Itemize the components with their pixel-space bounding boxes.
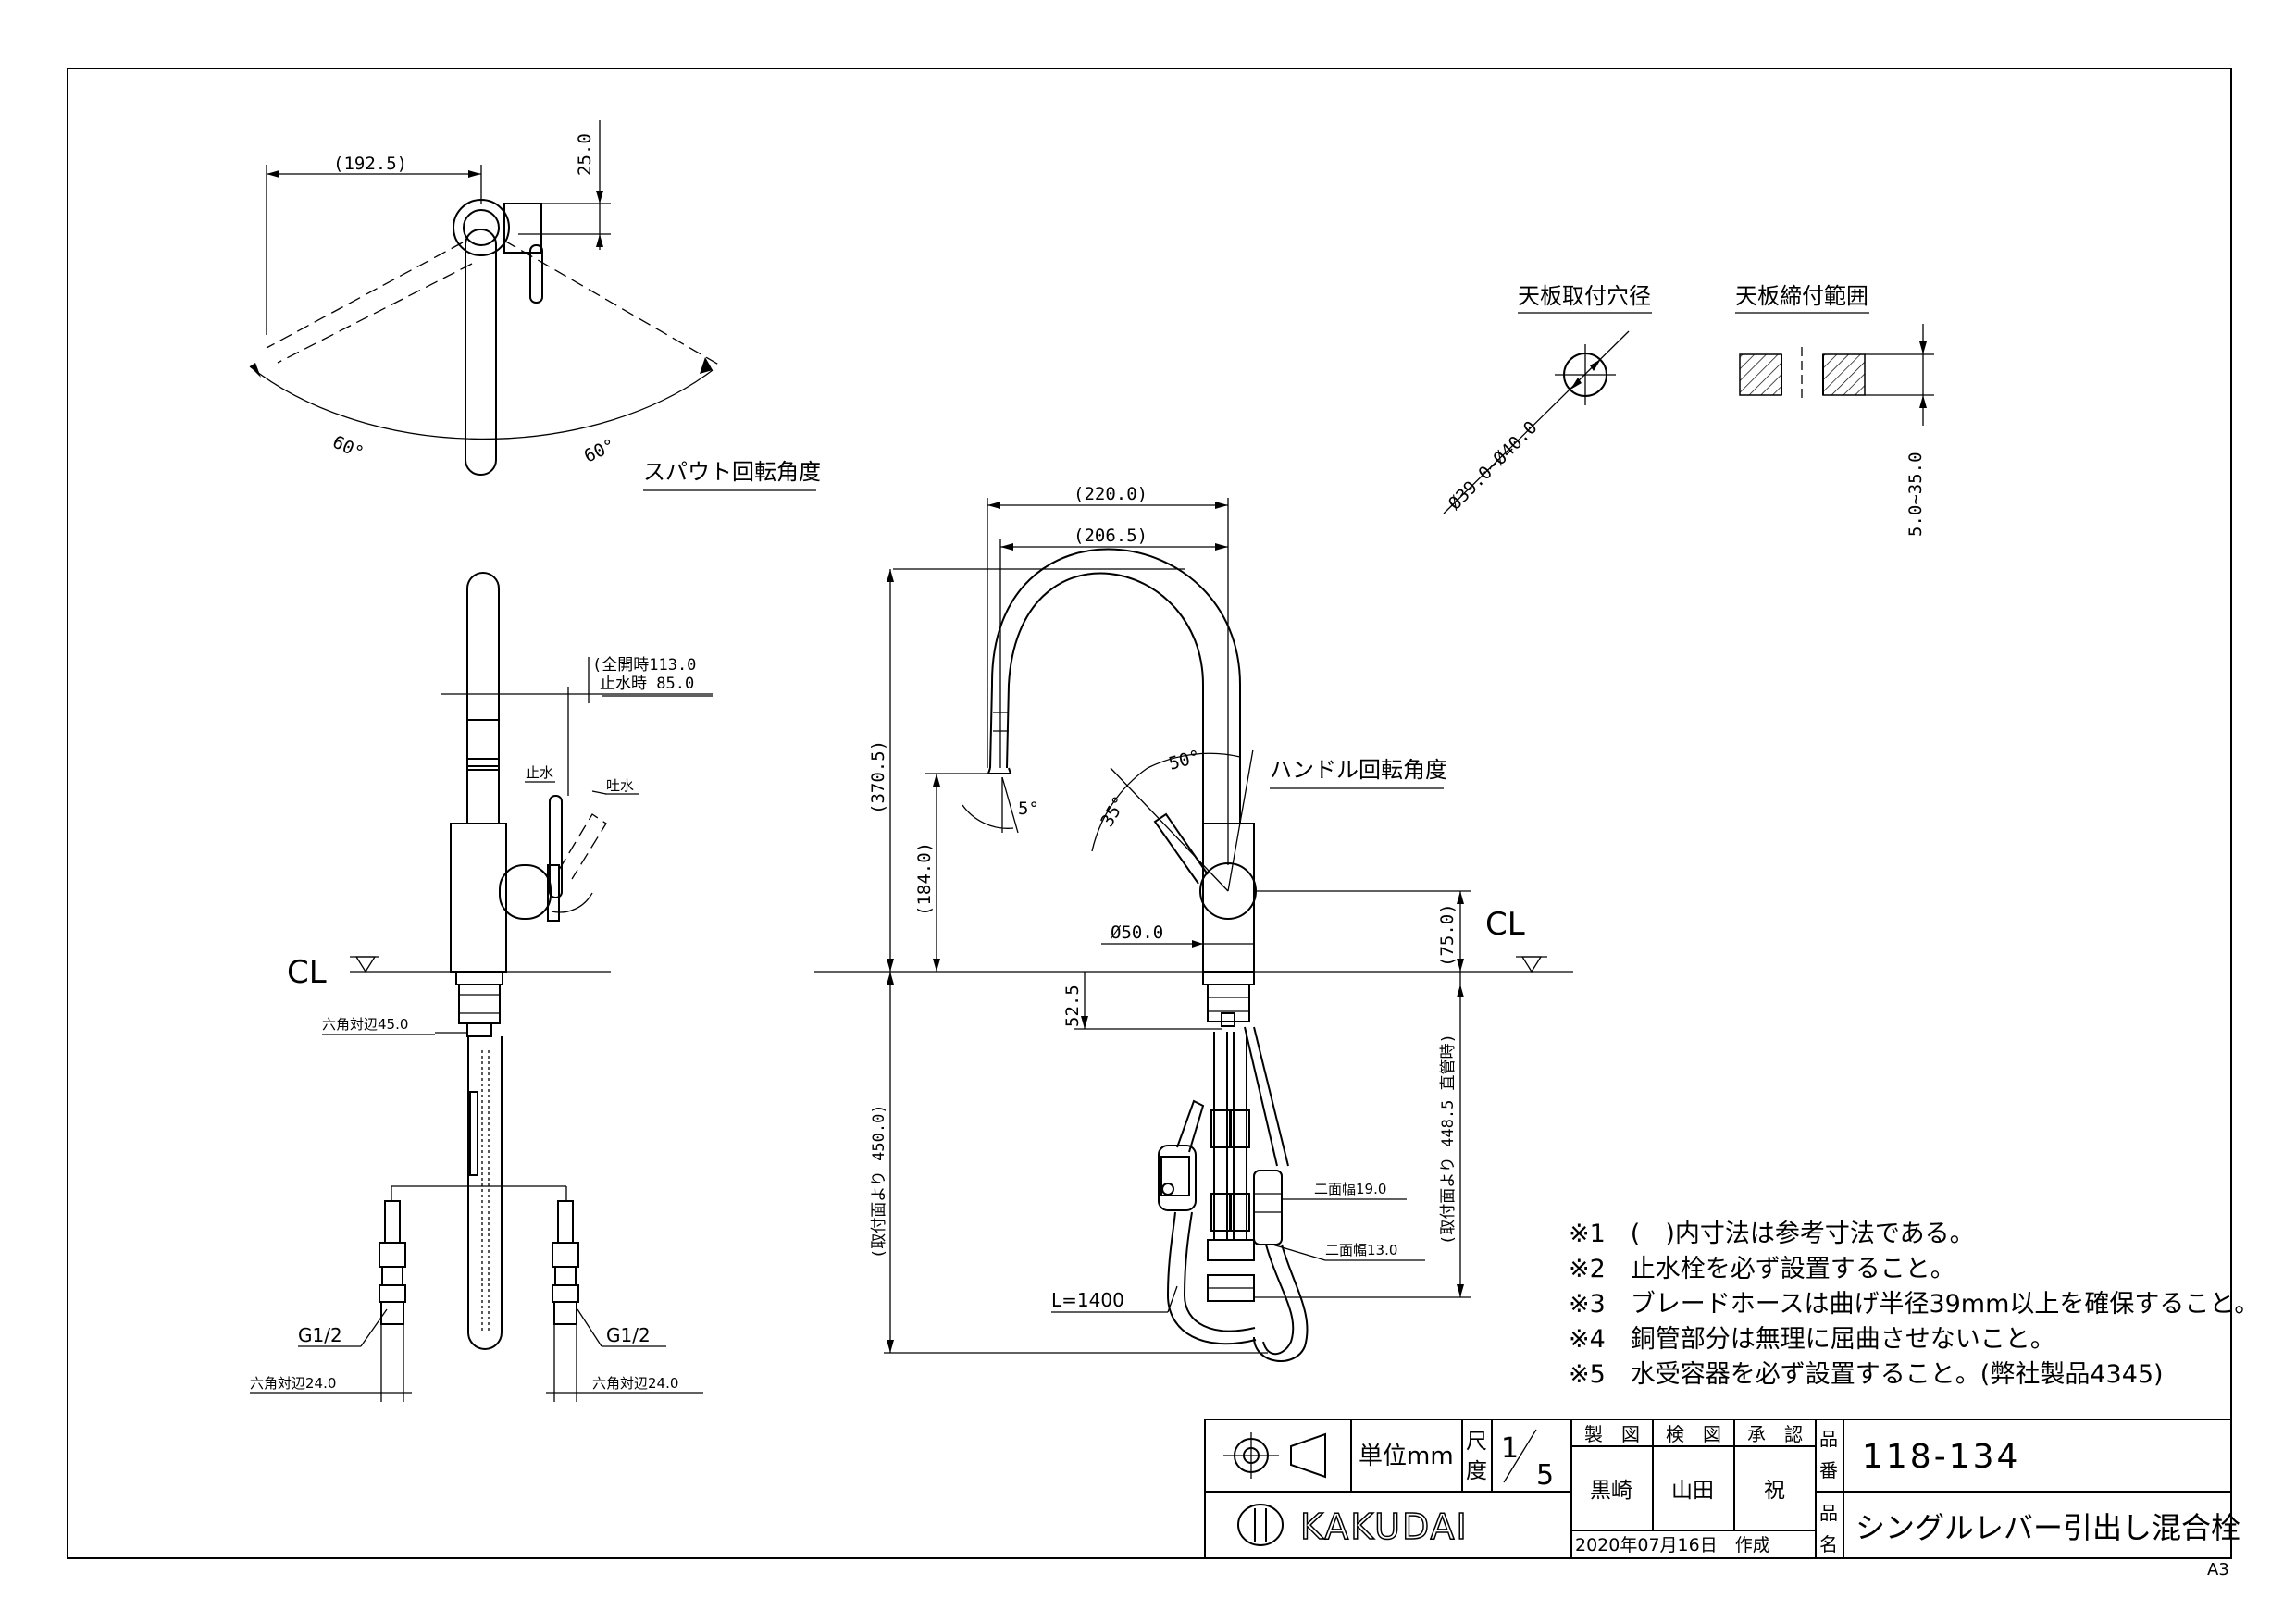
top-angle-right: 60° — [581, 435, 618, 466]
top-dim-width: (192.5) — [333, 154, 407, 174]
side-supply-left — [379, 1200, 406, 1325]
hole-detail: 天板取付穴径 Ø39.0~Ø40.0 — [1443, 283, 1652, 514]
tb-scale-label-2: 度 — [1466, 1459, 1487, 1483]
tb-product-name: シングルレバー引出し混合栓 — [1855, 1510, 2240, 1545]
top-caption: スパウト回転角度 — [643, 459, 821, 485]
front-dim-75: (75.0) — [1437, 903, 1458, 967]
front-angle-50: 50° — [1167, 747, 1203, 774]
tb-checked: 山田 — [1671, 1479, 1714, 1503]
front-dim-450: (取付面より 450.0) — [870, 1104, 888, 1258]
side-label-flow: 吐水 — [606, 777, 634, 794]
tb-partno-label-1: 品 — [1819, 1428, 1838, 1450]
front-dim-448: (取付面より 448.5 直管時) — [1439, 1034, 1458, 1245]
front-dim-370: (370.5) — [868, 740, 888, 814]
front-angle-35: 35° — [1097, 793, 1130, 831]
tb-drawn-h: 製 図 — [1584, 1423, 1640, 1445]
top-dim-height: 25.0 — [575, 133, 595, 176]
note-2: ※2 止水栓を必ず設置すること。 — [1569, 1255, 1955, 1283]
side-thread-left: G1/2 — [298, 1324, 342, 1346]
side-supply-right — [552, 1200, 579, 1325]
note-3: ※3 ブレードホースは曲げ半径39mm以上を確保すること。 — [1569, 1290, 2259, 1319]
tb-part-no: 118-134 — [1862, 1438, 2020, 1476]
projection-symbol-icon — [1223, 1432, 1326, 1479]
side-hex-left: 六角対辺24.0 — [250, 1375, 336, 1392]
side-cl: CL — [287, 954, 327, 991]
front-dim-220: (220.0) — [1074, 484, 1148, 504]
front-dim-50: Ø50.0 — [1111, 923, 1163, 943]
front-cl: CL — [1485, 906, 1525, 943]
tb-name-label-2: 名 — [1819, 1533, 1838, 1555]
title-block: 単位mm 尺 度 1 5 製 図 検 図 承 認 黒崎 山田 祝 2020年07… — [1204, 1419, 2240, 1559]
top-angle-left: 60° — [329, 432, 366, 464]
front-width-19: 二面幅19.0 — [1314, 1181, 1386, 1197]
front-dim-206: (206.5) — [1074, 526, 1148, 546]
hole-title: 天板取付穴径 — [1518, 283, 1651, 309]
top-view: (192.5) 25.0 60° 60° スパウト回転角度 — [249, 120, 821, 491]
note-4: ※4 銅管部分は無理に屈曲させないこと。 — [1569, 1325, 2055, 1354]
side-dim-open: (全開時113.0 — [592, 656, 696, 675]
side-dim-stop: 止水時 85.0 — [600, 675, 694, 693]
tb-scale-den: 5 — [1536, 1459, 1557, 1492]
side-hex-right: 六角対辺24.0 — [592, 1375, 678, 1392]
tb-partno-label-2: 番 — [1819, 1459, 1838, 1481]
brand-wordmark: KAKUDAI — [1300, 1506, 1469, 1547]
tb-approved-h: 承 認 — [1747, 1423, 1803, 1445]
notes: ※1 ( )内寸法は参考寸法である。 ※2 止水栓を必ず設置すること。 ※3 ブ… — [1569, 1220, 2259, 1389]
range-dim: 5.0~35.0 — [1905, 452, 1926, 537]
sheet-border — [67, 68, 2232, 1559]
range-title: 天板締付範囲 — [1735, 283, 1868, 309]
side-thread-right: G1/2 — [606, 1324, 651, 1346]
range-detail: 天板締付範囲 5.0~35.0 — [1735, 283, 1934, 537]
note-1: ※1 ( )内寸法は参考寸法である。 — [1569, 1220, 1975, 1248]
front-angle-5: 5° — [1018, 799, 1039, 819]
tb-date: 2020年07月16日 作成 — [1575, 1535, 1770, 1555]
front-width-13: 二面幅13.0 — [1325, 1242, 1397, 1258]
tb-scale-num: 1 — [1501, 1432, 1521, 1465]
front-dim-184: (184.0) — [914, 842, 935, 916]
front-dim-52: 52.5 — [1062, 985, 1083, 1027]
hole-dim: Ø39.0~Ø40.0 — [1445, 417, 1542, 514]
front-caption: ハンドル回転角度 — [1270, 757, 1447, 783]
tb-checked-h: 検 図 — [1666, 1423, 1721, 1445]
front-view: 35° 50° ハンドル回転角度 5° (220.0) (206.5) (370… — [814, 484, 1573, 1362]
side-hex-base: 六角対辺45.0 — [322, 1016, 408, 1033]
note-5: ※5 水受容器を必ず設置すること。(弊社製品4345) — [1569, 1360, 2164, 1389]
side-label-stop: 止水 — [526, 764, 553, 781]
side-view: 止水 吐水 (全開時113.0 止水時 85.0 CL 六角対辺45.0 — [250, 572, 713, 1402]
sheet-size: A3 — [2207, 1560, 2229, 1580]
kakudai-logo-icon: KAKUDAI — [1237, 1504, 1469, 1548]
tb-scale-label-1: 尺 — [1466, 1430, 1487, 1454]
front-hose-length: L=1400 — [1051, 1289, 1124, 1311]
tb-name-label-1: 品 — [1819, 1502, 1838, 1524]
tb-approved: 祝 — [1764, 1479, 1785, 1503]
tb-unit: 単位mm — [1359, 1443, 1454, 1470]
tb-drawn: 黒崎 — [1590, 1479, 1632, 1503]
